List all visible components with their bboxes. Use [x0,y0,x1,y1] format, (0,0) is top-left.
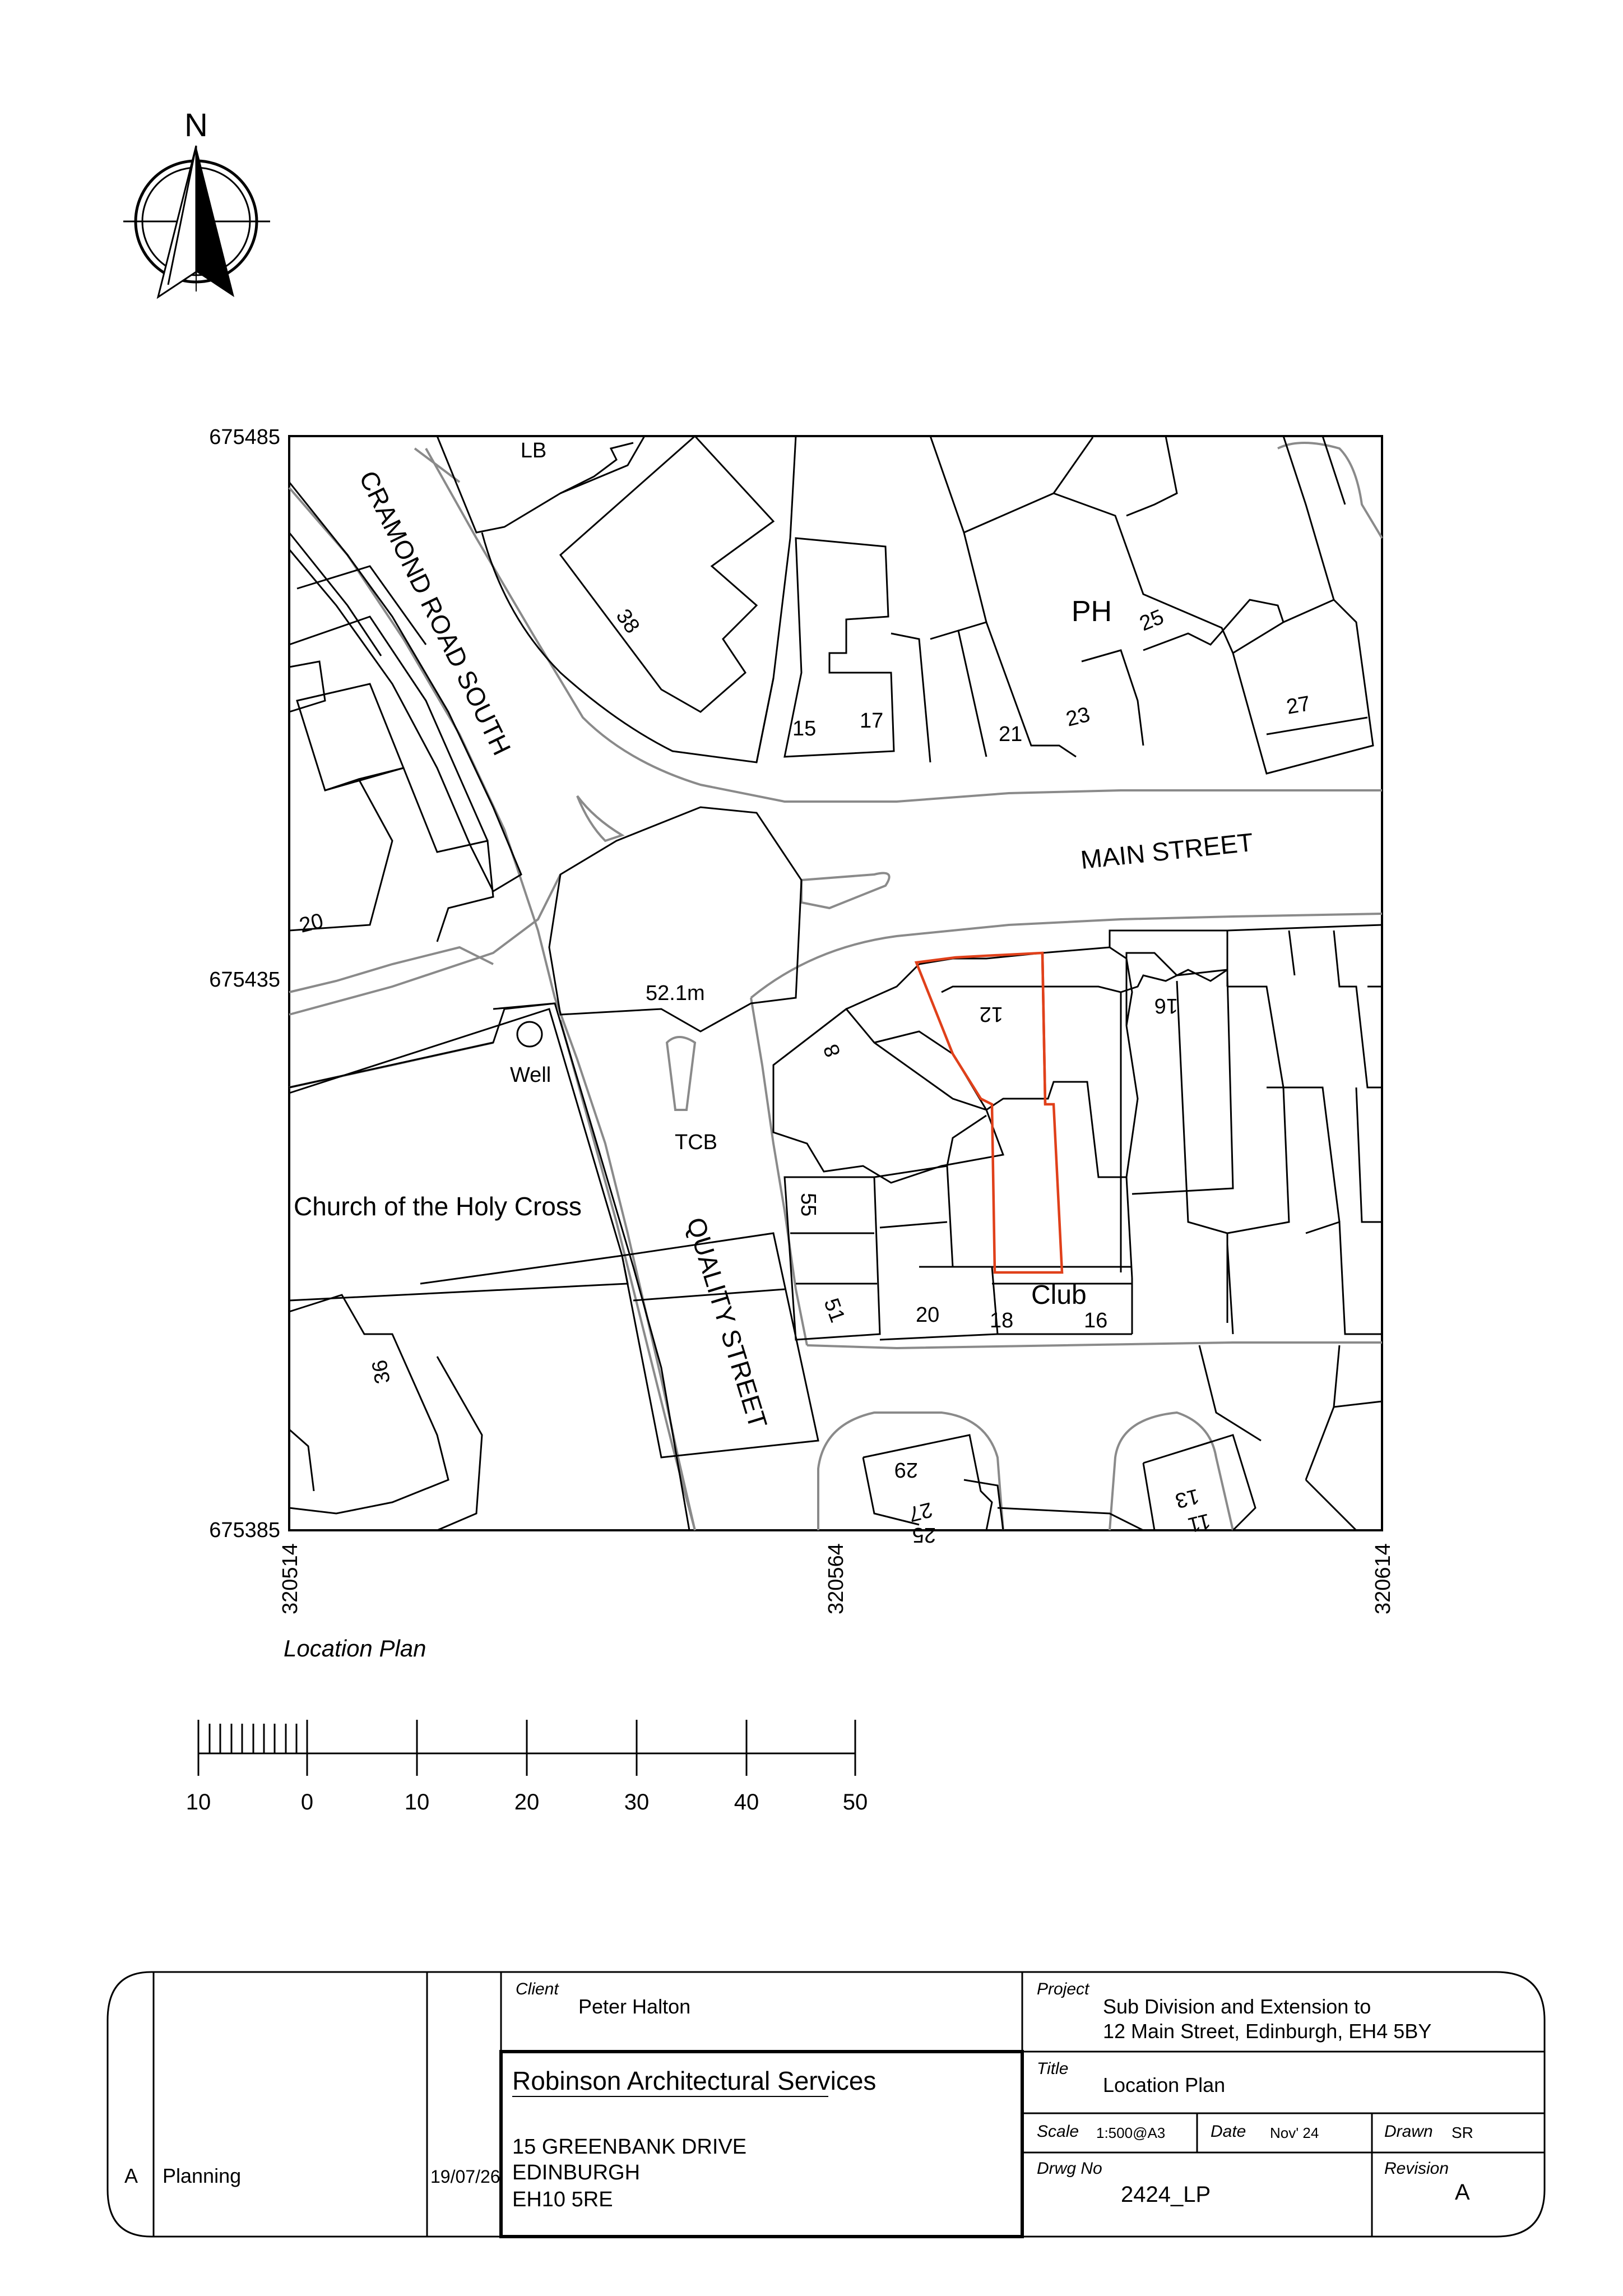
coord-north-top: 675485 [209,425,280,449]
site-boundary [914,951,1064,1274]
scale-tick-label: 50 [843,1790,868,1814]
map-frame [288,435,1383,1531]
label-house-27: 27 [1285,692,1312,719]
label-house-29: 29 [894,1458,918,1482]
firm-address-line-1: 15 GREENBANK DRIVE [512,2135,746,2159]
site-boundary-divider [1041,952,1047,1105]
revision-description: Planning [163,2164,241,2187]
caption: Location Plan [284,1635,426,1661]
label-house-27-south: 27 [906,1497,935,1526]
coord-north-mid: 675435 [209,968,280,992]
label-ph: PH [1072,595,1112,628]
scale-value: 1:500@A3 [1096,2124,1165,2141]
label-house-16: 16 [1154,994,1178,1017]
label-house-12: 12 [980,1002,1003,1026]
drawing-title: Location Plan [1103,2073,1225,2096]
label-house-36: 36 [368,1358,395,1386]
coord-north-bottom: 675385 [209,1519,280,1542]
label-well: Well [510,1063,551,1087]
building-outlines [288,434,1383,1531]
scale-bar [197,1720,856,1776]
label-height: 52.1m [646,982,705,1005]
label-club: Club [1031,1280,1087,1310]
date-label: Date [1211,2122,1246,2141]
firm-address-line-3: EH10 5RE [512,2188,613,2211]
label-church: Church of the Holy Cross [294,1192,582,1221]
label-house-20-south: 20 [916,1303,939,1327]
drawing-number-label: Drwg No [1037,2159,1102,2178]
label-house-51: 51 [819,1295,850,1326]
drawn-value: SR [1452,2124,1473,2141]
coord-east-right: 320614 [1371,1543,1395,1614]
revision-date: 19/07/26 [430,2167,500,2187]
north-arrow-icon [123,145,270,299]
revision-value: A [1455,2180,1470,2205]
label-house-55: 55 [796,1193,820,1216]
label-house-21: 21 [999,723,1022,746]
revision-label: Revision [1384,2159,1449,2178]
road-edges [288,442,1383,1531]
label-lb: LB [521,439,546,462]
firm-name: Robinson Architectural Services [512,2066,876,2095]
client-label: Client [516,1980,559,1998]
label-house-15: 15 [792,717,816,740]
coord-east-mid: 320564 [824,1543,848,1614]
label-cramond-road-south: CRAMOND ROAD SOUTH [354,466,517,760]
label-house-25: 25 [1137,605,1167,636]
project-line-1: Sub Division and Extension to [1103,1995,1371,2018]
scale-tick-label: 30 [624,1790,650,1814]
label-tcb: TCB [675,1131,717,1154]
label-house-38: 38 [611,605,644,638]
scale-tick-label: 40 [734,1790,759,1814]
project-label: Project [1037,1980,1090,1998]
label-house-23: 23 [1064,703,1092,732]
drawing-number: 2424_LP [1121,2182,1211,2207]
north-label: N [184,107,208,144]
label-house-17: 17 [860,709,883,733]
label-house-13: 13 [1173,1484,1202,1512]
coord-east-left: 320514 [279,1543,302,1614]
scale-tick-label: 10 [186,1790,211,1814]
date-value: Nov' 24 [1270,2124,1319,2141]
title-block [106,1971,1546,2238]
label-house-25-south: 25 [912,1523,936,1547]
label-quality-street: QUALITY STREET [681,1214,773,1432]
firm-address-line-2: EDINBURGH [512,2161,640,2184]
scale-tick-label: 0 [301,1790,313,1814]
label-main-street: MAIN STREET [1079,827,1255,874]
revision-letter: A [124,2164,138,2187]
drawn-label: Drawn [1384,2122,1433,2141]
scale-tick-label: 20 [514,1790,540,1814]
title-label: Title [1037,2059,1068,2078]
label-house-16-south: 16 [1084,1309,1107,1332]
label-house-18: 18 [990,1309,1013,1332]
project-line-2: 12 Main Street, Edinburgh, EH4 5BY [1103,2020,1431,2043]
label-house-11: 11 [1186,1508,1213,1536]
client-name: Peter Halton [578,1995,690,2018]
label-house-8: 8 [819,1041,846,1060]
label-house-20-west: 20 [297,909,326,938]
scale-tick-label: 10 [405,1790,430,1814]
scale-label: Scale [1037,2122,1079,2141]
